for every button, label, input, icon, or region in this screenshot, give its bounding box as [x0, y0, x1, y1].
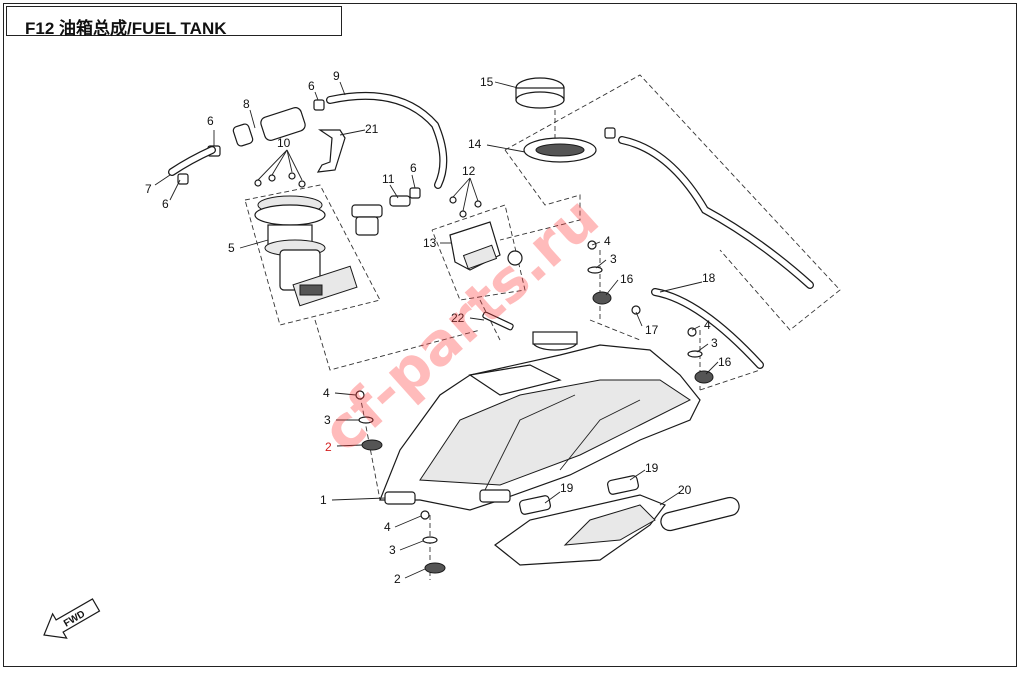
callout-4: 4 — [384, 520, 391, 534]
callout-14: 14 — [468, 137, 482, 151]
callout-12: 12 — [462, 164, 476, 178]
callout-labels: 15 14 9 8 6 6 6 6 7 10 21 11 12 13 5 4 3… — [145, 69, 732, 586]
vent-hose — [604, 127, 814, 369]
callout-3: 3 — [389, 543, 396, 557]
assembly-guide-lines — [244, 74, 841, 580]
callout-1: 1 — [320, 493, 327, 507]
forward-direction-arrow: FWD — [43, 598, 101, 639]
fuel-tank — [379, 331, 701, 511]
callout-22: 22 — [451, 311, 465, 325]
callout-6: 6 — [308, 79, 315, 93]
fwd-label: FWD — [62, 609, 87, 630]
callout-2: 2 — [394, 572, 401, 586]
callout-8: 8 — [243, 97, 250, 111]
fuel-pump-assembly — [254, 172, 358, 307]
callout-7: 7 — [145, 182, 152, 196]
fuel-injector — [351, 187, 421, 236]
drawing-frame — [3, 3, 1017, 667]
callout-20: 20 — [678, 483, 692, 497]
callout-3: 3 — [711, 336, 718, 350]
callout-16: 16 — [718, 355, 732, 369]
mounting-bracket — [494, 475, 740, 566]
callout-4: 4 — [704, 318, 711, 332]
callout-3: 3 — [324, 413, 331, 427]
fasteners — [355, 240, 714, 574]
callout-11: 11 — [382, 172, 395, 186]
callout-19: 19 — [645, 461, 659, 475]
callout-leaders — [154, 81, 719, 579]
title-box: F12 油箱总成/FUEL TANK — [6, 6, 342, 38]
fuel-cap — [515, 77, 597, 163]
callout-3: 3 — [610, 252, 617, 266]
callout-19: 19 — [560, 481, 574, 495]
callout-21: 21 — [365, 122, 379, 136]
callout-17: 17 — [645, 323, 659, 337]
callout-2: 2 — [325, 440, 332, 454]
callout-4: 4 — [323, 386, 330, 400]
callout-6: 6 — [162, 197, 169, 211]
callout-10: 10 — [277, 136, 291, 150]
diagram-title: F12 油箱总成/FUEL TANK — [25, 19, 227, 38]
callout-5: 5 — [228, 241, 235, 255]
callout-16: 16 — [620, 272, 634, 286]
callout-13: 13 — [423, 236, 437, 250]
fuel-filter-and-hoses — [168, 91, 448, 189]
callout-18: 18 — [702, 271, 716, 285]
callout-4: 4 — [604, 234, 611, 248]
callout-6: 6 — [207, 114, 214, 128]
callout-6: 6 — [410, 161, 417, 175]
callout-15: 15 — [480, 75, 494, 89]
callout-9: 9 — [333, 69, 340, 83]
fuel-level-sender — [449, 196, 523, 271]
